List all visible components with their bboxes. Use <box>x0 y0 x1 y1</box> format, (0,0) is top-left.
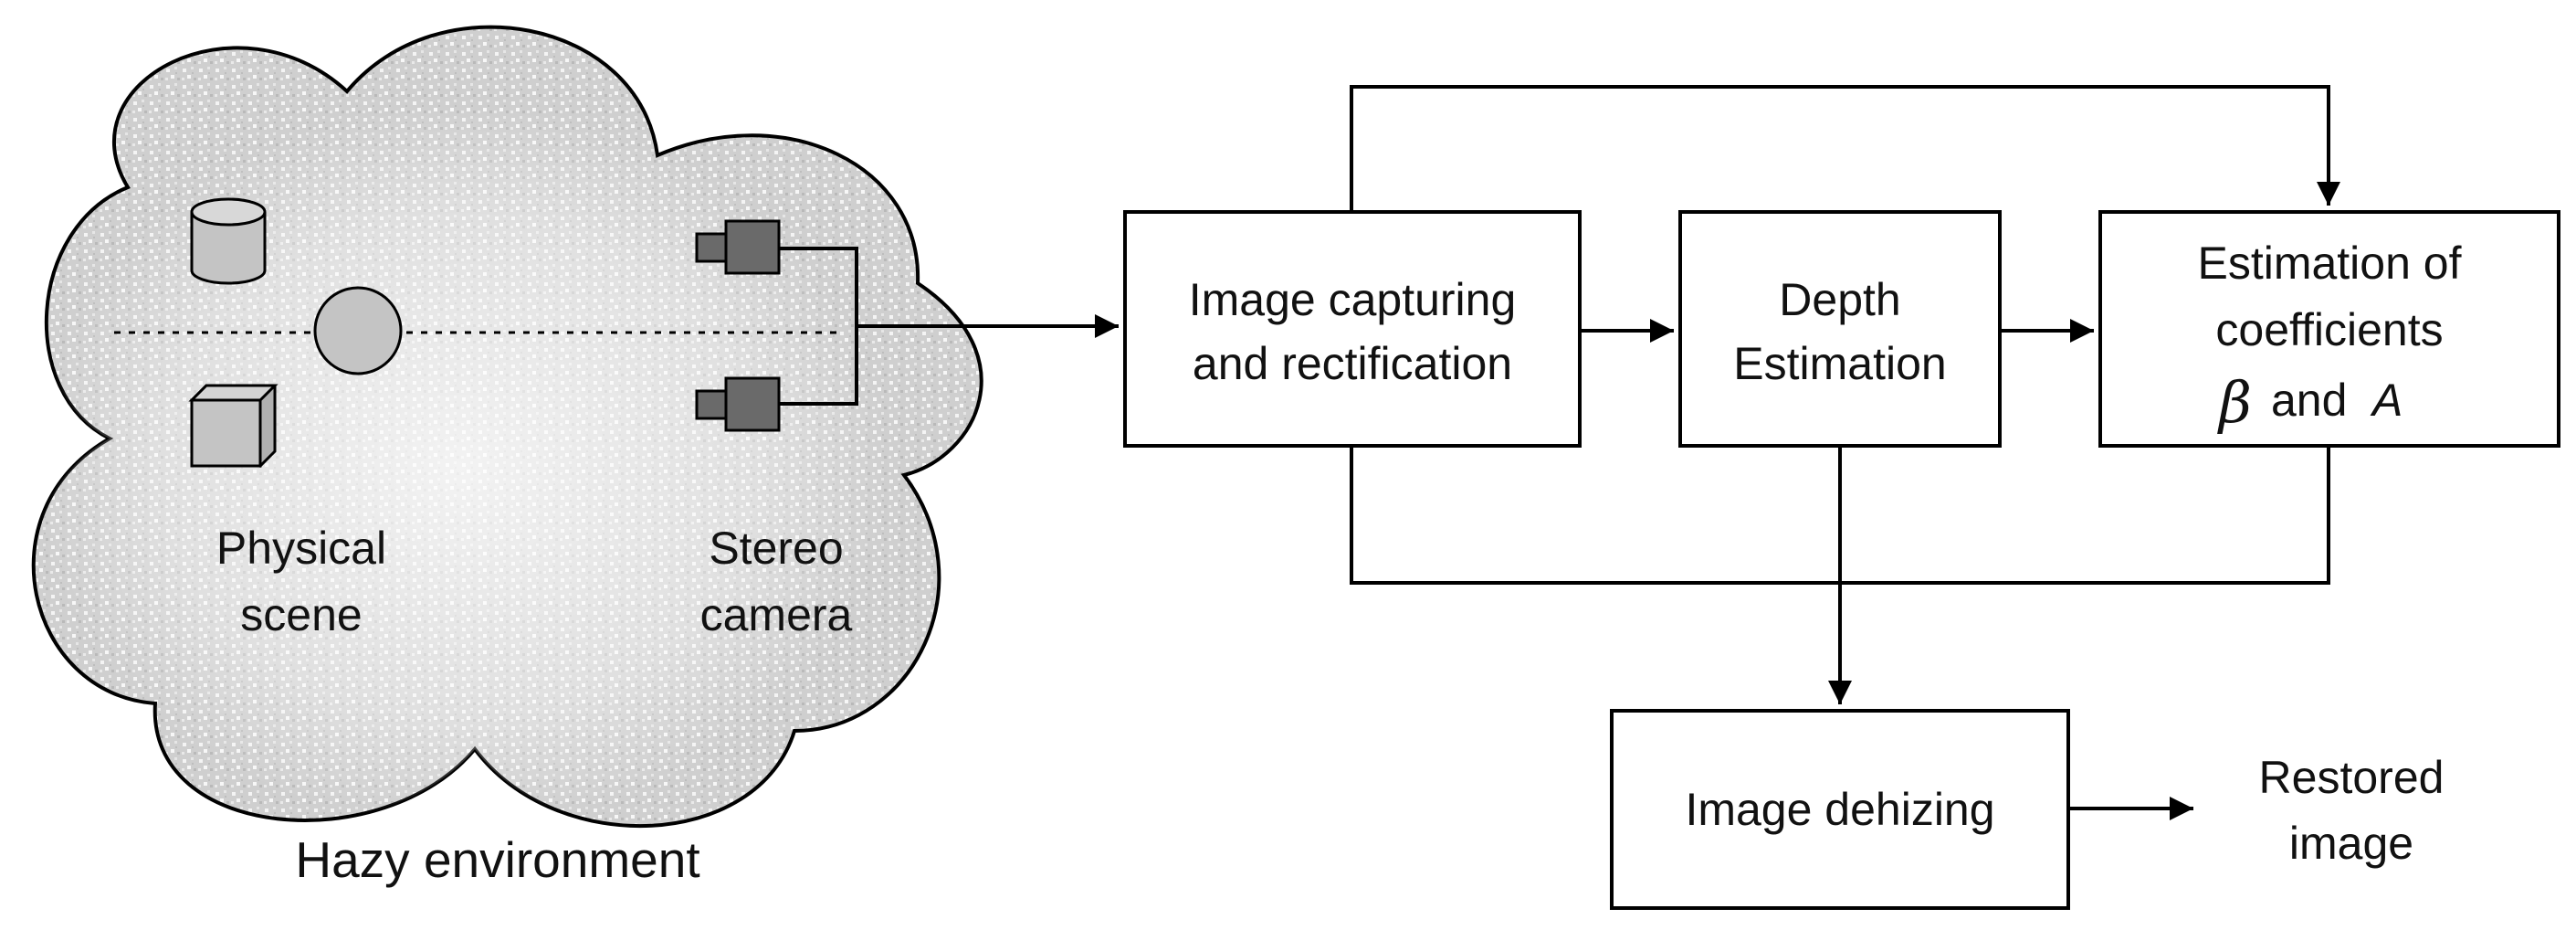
hazy-environment-caption: Hazy environment <box>295 831 699 888</box>
capture-block-label-line2: and rectification <box>1193 338 1512 389</box>
hazy-environment-cloud <box>31 25 983 829</box>
restored-image-label-line2: image <box>2289 818 2413 869</box>
cube-object-icon <box>188 384 279 469</box>
stereo-camera-label-line2: camera <box>700 589 853 640</box>
coeff-block-label-line2: coefficients <box>2215 304 2443 355</box>
cylinder-object-icon <box>190 197 267 285</box>
dehazing-block-label: Image dehizing <box>1685 784 1994 835</box>
a-symbol: A <box>2370 375 2403 426</box>
depth-estimation-block: Depth Estimation <box>1678 210 2002 448</box>
image-dehazing-block: Image dehizing <box>1610 709 2070 910</box>
physical-scene-label-line1: Physical <box>216 523 386 574</box>
depth-block-label-line1: Depth <box>1779 274 1900 325</box>
cloud-clear-overlay <box>33 26 982 827</box>
coeff-block-label-line1: Estimation of <box>2197 238 2461 289</box>
capture-rectification-block: Image capturing and rectification <box>1123 210 1582 448</box>
arrow-capture-to-coefficients-top <box>1350 85 2340 212</box>
capture-block-label-line1: Image capturing <box>1189 274 1517 325</box>
sphere-object-icon <box>313 286 403 375</box>
coeff-and-label: and <box>2271 375 2347 426</box>
depth-block-label-line2: Estimation <box>1733 338 1946 389</box>
physical-scene-label-line2: scene <box>240 589 362 640</box>
coefficients-estimation-block: Estimation of coefficients β and A <box>2098 210 2560 448</box>
stereo-camera-label-line1: Stereo <box>709 523 843 574</box>
beta-symbol: β <box>2217 369 2252 436</box>
stereo-camera-bottom-icon <box>695 376 781 432</box>
restored-image-label-line1: Restored <box>2259 752 2445 803</box>
